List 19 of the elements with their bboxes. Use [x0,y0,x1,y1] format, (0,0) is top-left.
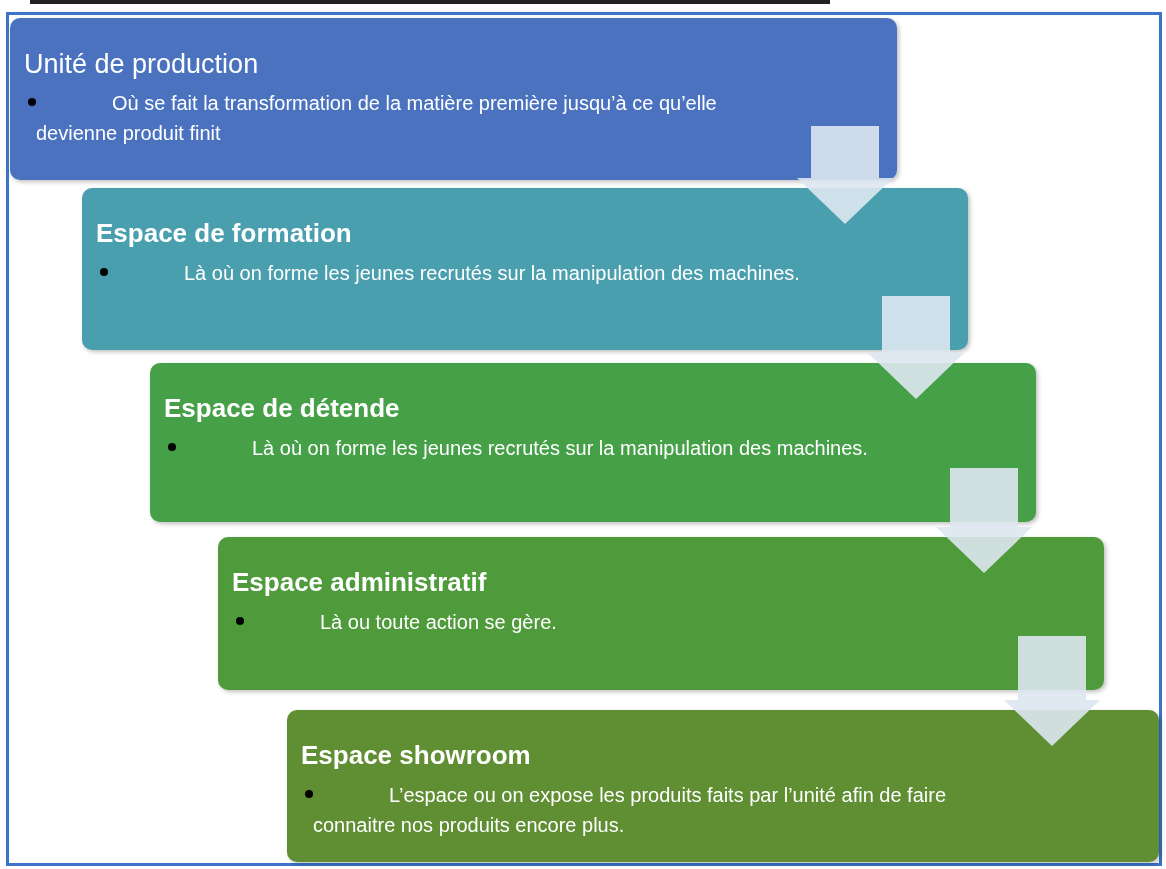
box-description: Là où on forme les jeunes recrutés sur la manipulation des machines. [251,436,869,461]
process-box [10,18,897,180]
box-heading: Espace showroom [301,739,531,772]
box-description: Où se fait la transformation de la matière première jusqu’à ce qu’elle devienne produit finit [36,91,718,146]
box-heading: Espace de détende [164,392,400,425]
block-arrow [868,296,964,399]
box-description: L’espace ou on expose les produits faits par l’unité afin de faire connaitre nos produits encore plus. [313,783,948,838]
process-box [82,188,968,350]
box-description: Là ou toute action se gère. [319,610,558,635]
block-arrow [797,126,893,224]
box-heading: Espace de formation [96,217,352,250]
box-heading: Unité de production [24,48,259,81]
box-description: Là où on forme les jeunes recrutés sur la manipulation des machines. [183,261,801,286]
block-arrow [936,468,1032,573]
block-arrow [1004,636,1100,746]
process-box [218,537,1104,690]
box-heading: Espace administratif [232,566,487,599]
process-box [150,363,1036,522]
process-box [287,710,1159,862]
